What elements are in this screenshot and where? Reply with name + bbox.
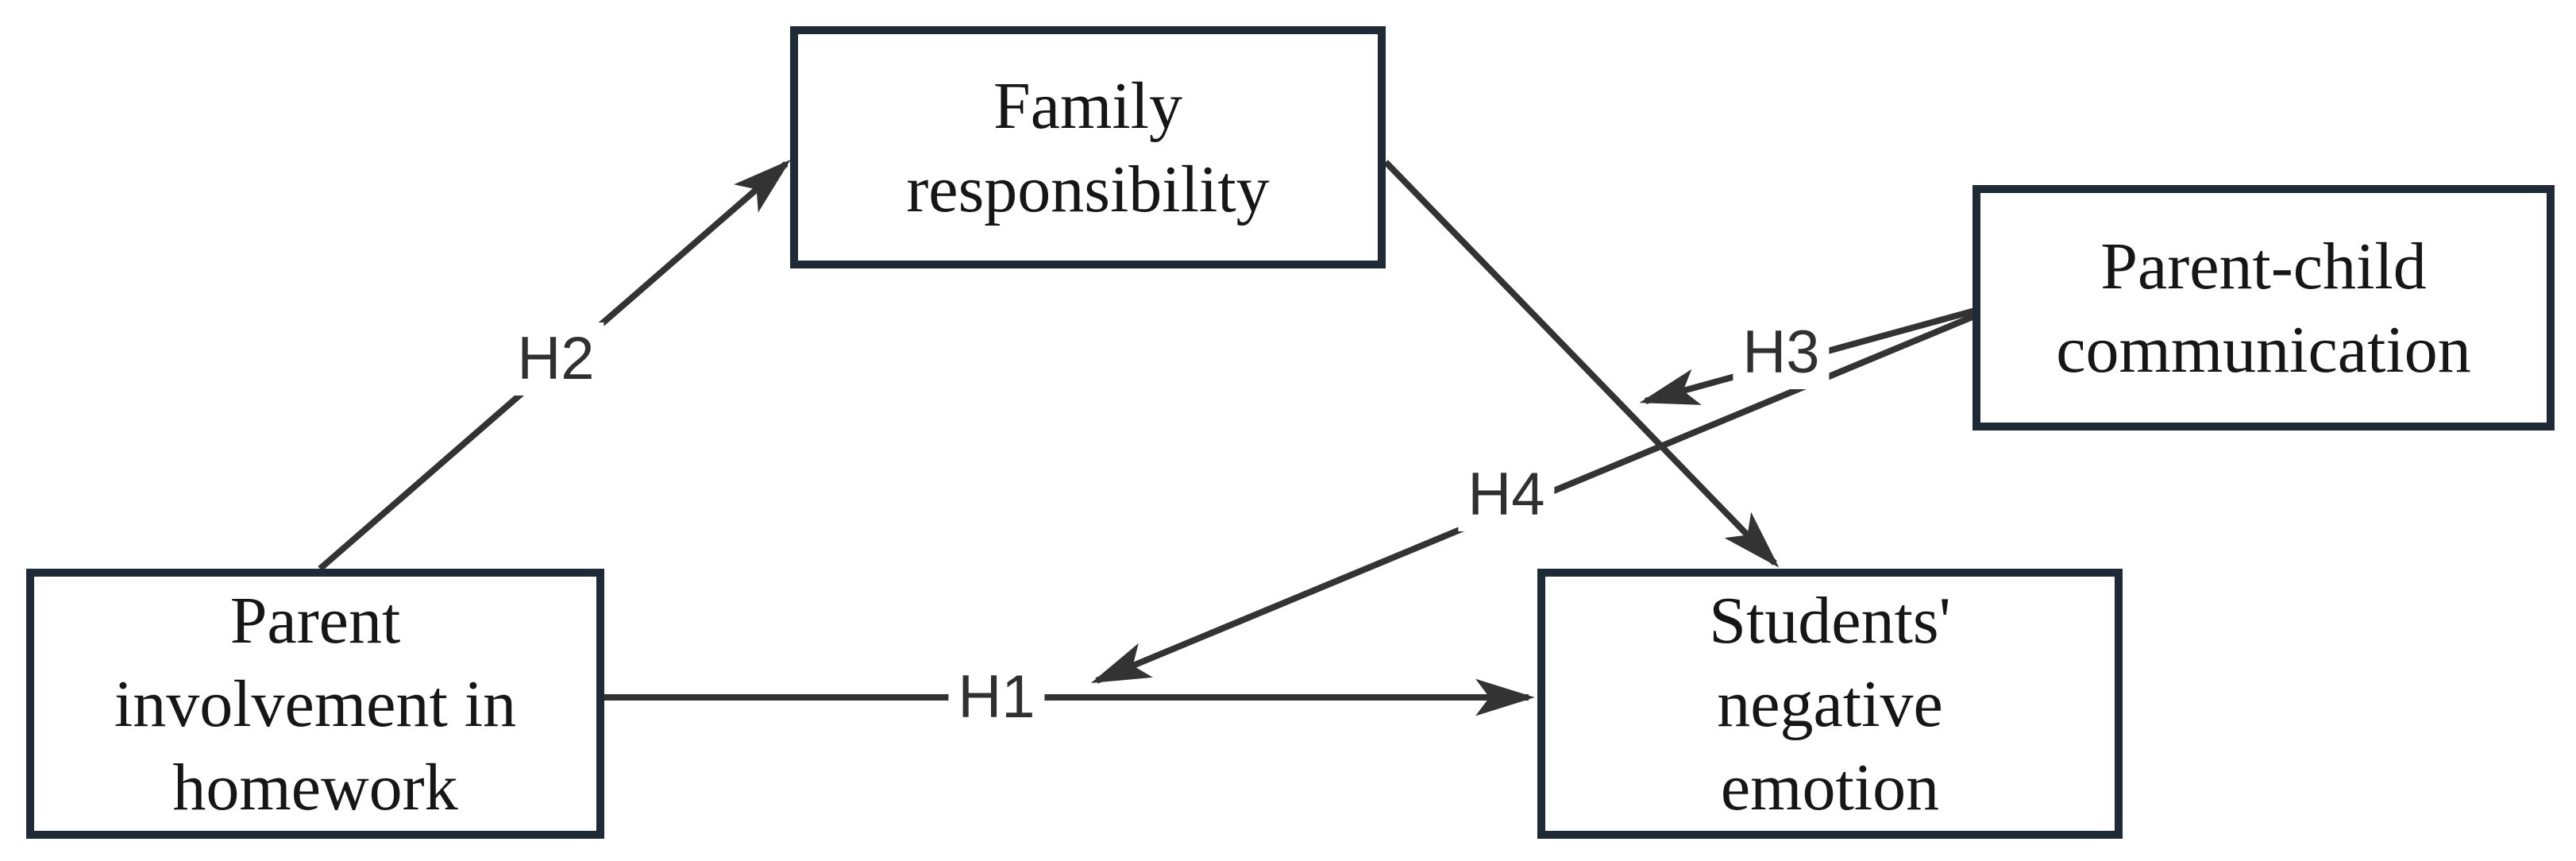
node-parent-child-communication: Parent-child communication bbox=[1972, 185, 2555, 430]
node-communication-line-2: communication bbox=[2056, 312, 2471, 387]
edge-label-h3: H3 bbox=[1733, 316, 1830, 389]
node-involvement-line-3: homework bbox=[172, 750, 458, 824]
node-family-responsibility: Family responsibility bbox=[790, 26, 1386, 268]
edge-label-h1: H1 bbox=[948, 661, 1045, 734]
family-to-students-arrow bbox=[1383, 160, 1780, 568]
node-involvement-line-2: involvement in bbox=[114, 666, 517, 741]
node-students-line-2: negative bbox=[1717, 666, 1943, 741]
node-family-line-2: responsibility bbox=[906, 152, 1270, 226]
node-students-line-1: Students' bbox=[1709, 583, 1951, 658]
edge-label-h2: H2 bbox=[507, 322, 604, 396]
node-students-line-3: emotion bbox=[1720, 750, 1940, 824]
node-students-negative-emotion: Students' negative emotion bbox=[1537, 569, 2123, 839]
edge-label-h4: H4 bbox=[1458, 458, 1555, 531]
node-communication-line-1: Parent-child bbox=[2100, 229, 2427, 303]
node-involvement-line-1: Parent bbox=[229, 583, 401, 658]
node-family-line-1: Family bbox=[993, 68, 1182, 143]
node-parent-involvement-in-homework: Parent involvement in homework bbox=[26, 569, 604, 839]
